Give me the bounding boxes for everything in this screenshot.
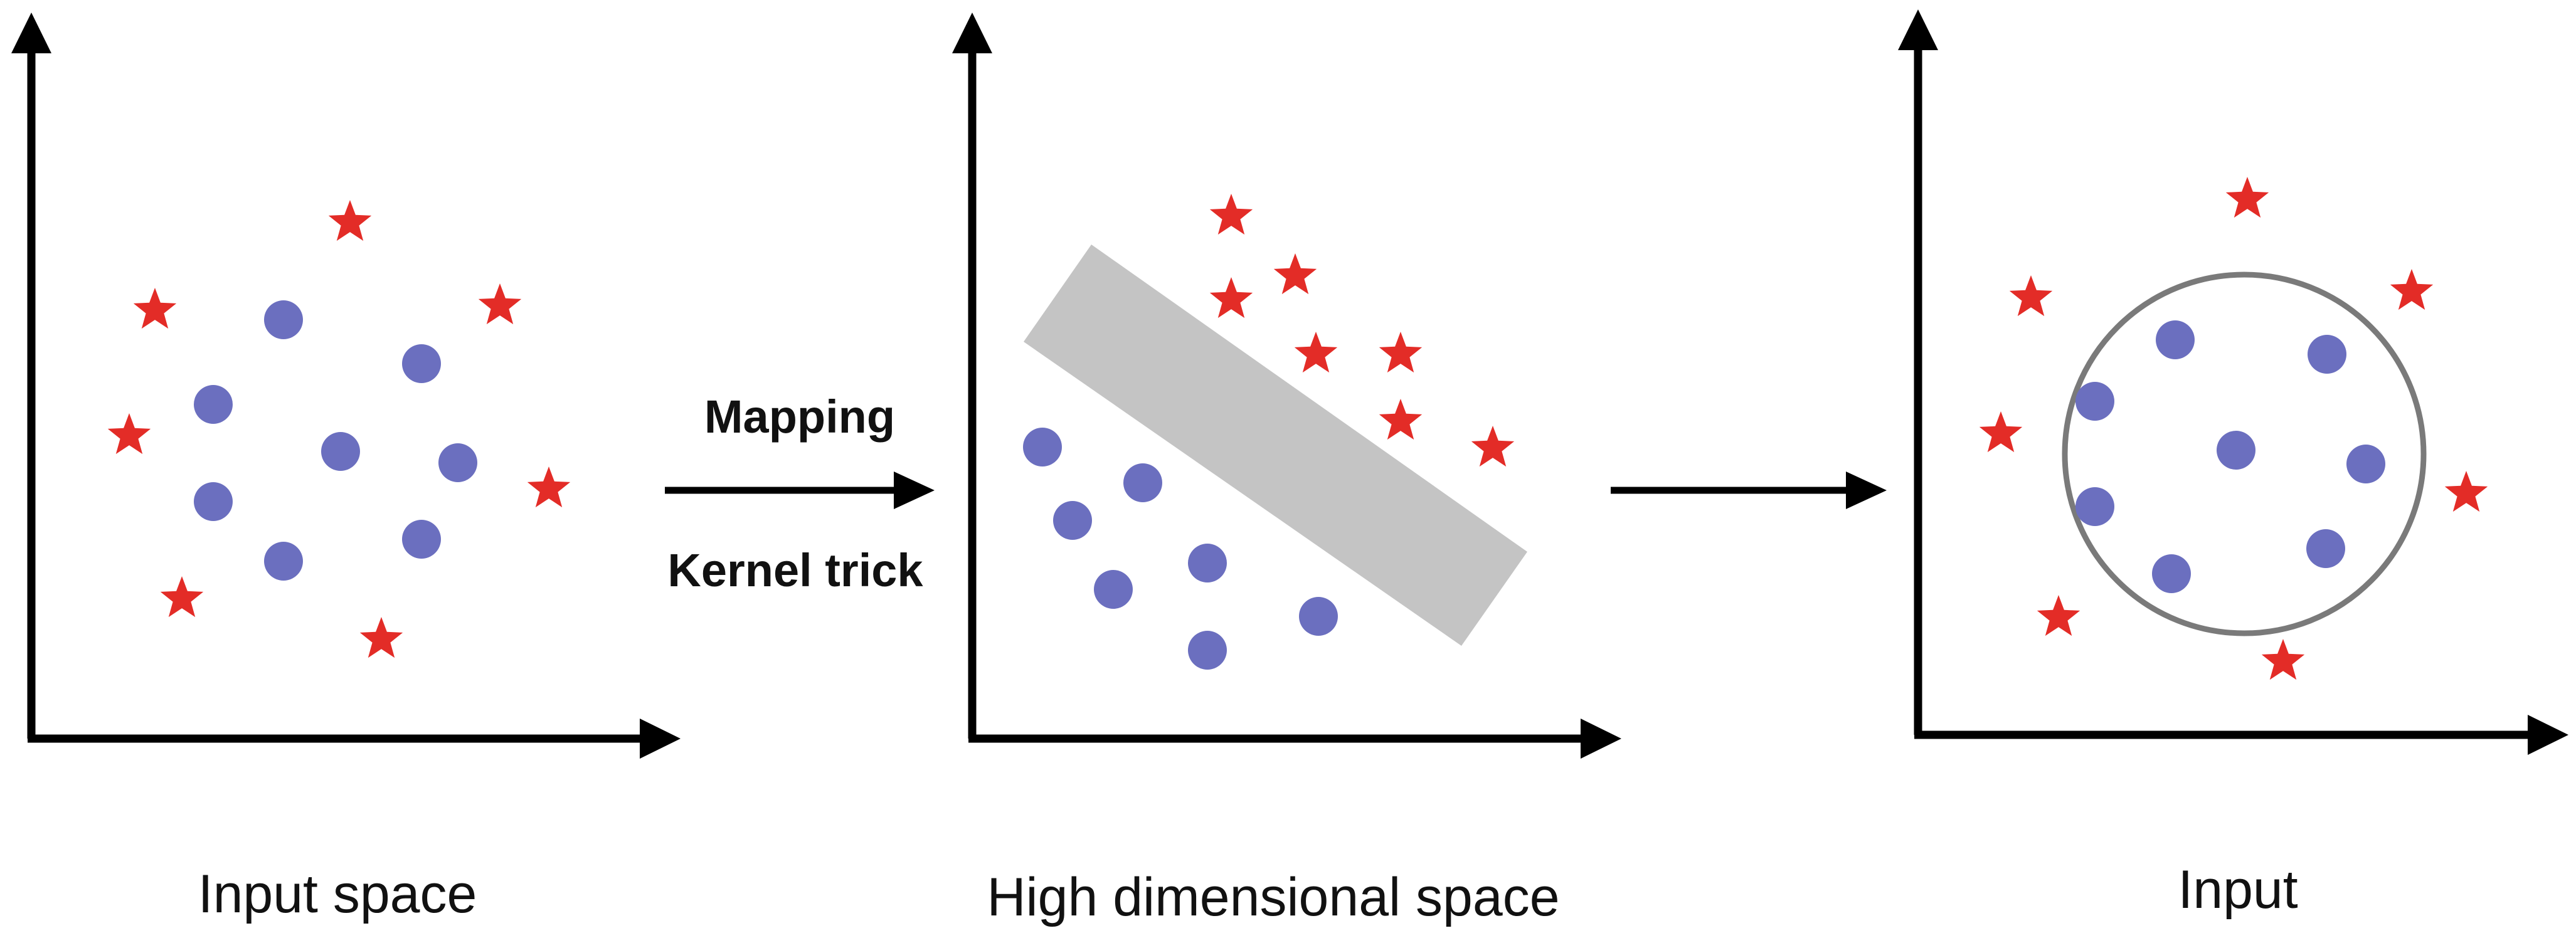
star-icon [1379,332,1423,373]
x-axis-arrowhead [640,719,681,759]
dot-icon [321,432,360,471]
mapping-label: Mapping [704,391,895,443]
dot-icon [402,520,441,559]
star-icon [2009,275,2053,317]
dot-icon [1023,428,1062,466]
scatter-marks [1979,177,2488,680]
caption-high-dimensional-space: High dimensional space [987,867,1559,927]
star-icon [527,466,571,508]
kernel-trick-label: Kernel trick [667,544,923,596]
arrow-head-icon [894,472,935,509]
axes [11,13,681,759]
panel-input [1898,9,2568,755]
star-icon [107,413,151,455]
dot-icon [402,344,441,383]
scatter-marks [1023,194,1515,670]
dot-icon [264,300,303,339]
dot-icon [2152,554,2191,593]
star-icon [1379,399,1423,440]
star-icon [1979,411,2023,453]
x-axis-arrowhead [2528,715,2568,755]
caption-input-space: Input space [198,864,477,924]
star-icon [133,288,177,329]
y-axis-arrowhead [11,13,51,53]
dot-icon [2308,335,2346,374]
dot-icon [1094,570,1133,609]
star-icon [359,617,403,658]
star-icon [1209,194,1253,235]
y-axis-arrowhead [1898,9,1938,50]
star-icon [478,283,522,325]
panel-input-space [11,13,681,759]
star-icon [1209,277,1253,319]
mapping-arrow: Mapping Kernel trick [665,391,935,596]
dot-icon [2075,382,2114,421]
y-axis-arrowhead [952,13,992,53]
dot-icon [264,542,303,581]
axes [952,13,1621,759]
star-icon [1471,426,1515,467]
separating-hyperplane-band [1024,245,1527,646]
arrow-head-icon [1846,472,1887,509]
dot-icon [1188,631,1227,670]
dot-icon [194,385,233,424]
scatter-marks [107,200,571,658]
dot-icon [1053,501,1092,540]
decision-boundary-circle [2062,271,2427,636]
star-icon [328,200,372,241]
star-icon [160,576,204,618]
star-icon [2444,471,2488,512]
star-icon [2037,595,2080,636]
star-icon [2225,177,2269,218]
caption-input: Input [2178,860,2298,920]
dot-icon [2156,320,2195,359]
dot-icon [2075,487,2114,526]
star-icon [1294,332,1338,373]
dot-icon [2217,431,2255,470]
dot-icon [1299,597,1338,636]
second-arrow [1611,472,1887,509]
x-axis-arrowhead [1581,719,1621,759]
dot-icon [1188,544,1227,582]
dot-icon [1123,463,1162,502]
axes [1898,9,2568,755]
dot-icon [438,443,477,482]
panel-high-dimensional-space [952,13,1621,759]
star-icon [2261,639,2305,680]
dot-icon [2346,445,2385,483]
star-icon [2390,269,2434,310]
star-icon [1273,253,1317,295]
dot-icon [2306,529,2345,568]
dot-icon [194,482,233,521]
